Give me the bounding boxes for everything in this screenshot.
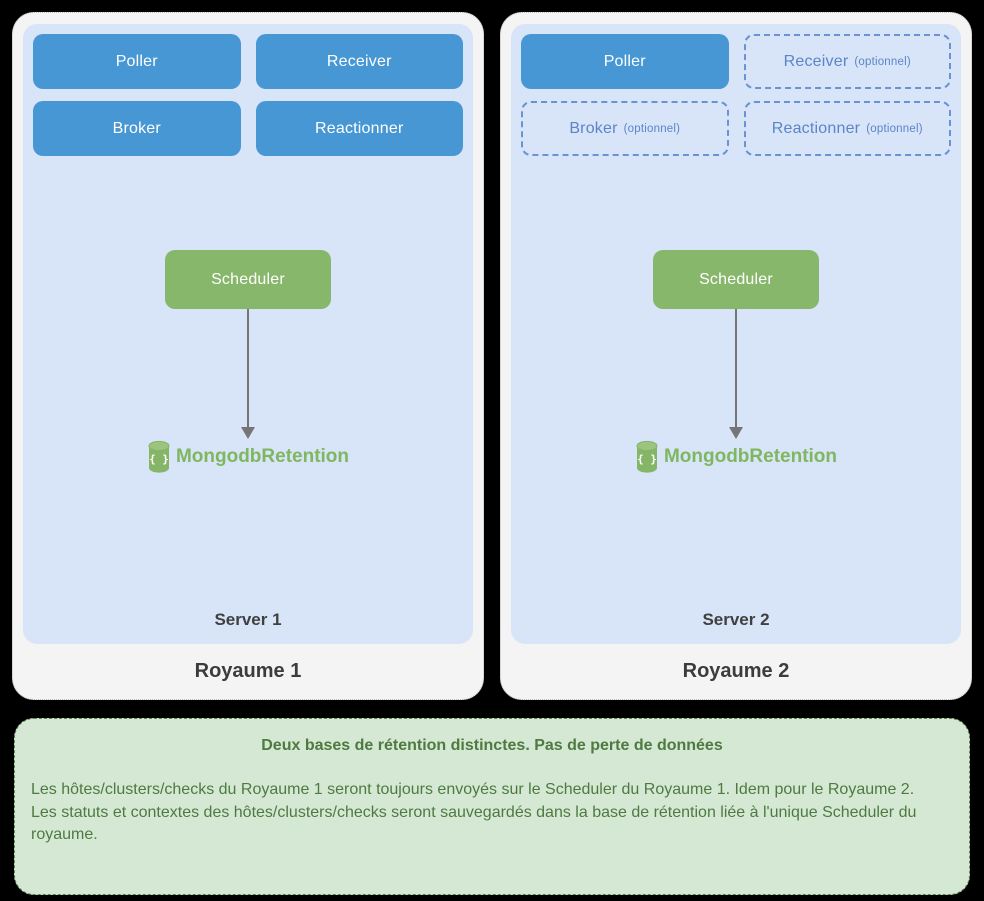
retention-label: MongodbRetention [175,446,350,467]
receiver-node-optional: Receiver (optionnel) [743,34,951,89]
arrow-head-icon [241,427,255,439]
optional-tag: (optionnel) [866,122,923,135]
node-grid: Poller Receiver (optionnel) Broker (opti… [521,34,951,156]
scheduler-node: Scheduler [653,250,819,309]
kingdom-title: Royaume 2 [682,660,790,682]
note-paragraph: Les statuts et contextes des hôtes/clust… [31,803,917,844]
poller-node: Poller [521,34,729,89]
broker-node: Broker [33,101,241,156]
node-label: Receiver [326,52,392,70]
svg-text:{ }: { } [637,453,657,466]
database-icon: { } [148,440,170,473]
node-label: Reactionner [315,119,404,137]
note-body: Les hôtes/clusters/checks du Royaume 1 s… [31,779,951,847]
svg-text:{ }: { } [149,453,169,466]
node-label: Scheduler [699,270,773,288]
royaume-1-panel: Poller Receiver Broker Reactionner Sched… [12,12,484,700]
node-label: Reactionner [771,119,861,137]
royaume-2-panel: Poller Receiver (optionnel) Broker (opti… [500,12,972,700]
scheduler-to-retention-arrow [241,309,255,439]
node-grid: Poller Receiver Broker Reactionner [33,34,463,156]
arrow-line [735,309,737,427]
mongodb-retention: { } MongodbRetention [635,440,837,474]
poller-node: Poller [33,34,241,89]
arrow-line [247,309,249,427]
optional-tag: (optionnel) [854,55,911,68]
broker-node-optional: Broker (optionnel) [521,101,729,156]
receiver-node: Receiver [255,34,463,89]
node-label: Broker [569,119,618,137]
server-label: Server 2 [702,610,770,629]
server-2-panel: Poller Receiver (optionnel) Broker (opti… [511,24,961,644]
scheduler-to-retention-arrow [729,309,743,439]
retention-label: MongodbRetention [663,446,838,467]
kingdoms-row: Poller Receiver Broker Reactionner Sched… [12,12,974,700]
server-1-panel: Poller Receiver Broker Reactionner Sched… [23,24,473,644]
reactionner-node: Reactionner [255,101,463,156]
node-label: Poller [603,52,646,70]
optional-tag: (optionnel) [623,122,681,135]
mongodb-retention: { } MongodbRetention [147,440,349,474]
node-label: Scheduler [211,270,285,288]
note-paragraph: Les hôtes/clusters/checks du Royaume 1 s… [31,781,915,798]
scheduler-node: Scheduler [165,250,331,309]
arrow-head-icon [729,427,743,439]
node-label: Broker [112,119,161,137]
server-label: Server 1 [214,610,282,629]
node-label: Poller [115,52,158,70]
kingdom-title: Royaume 1 [194,660,302,682]
note-title: Deux bases de rétention distinctes. Pas … [261,737,723,754]
note-panel: Deux bases de rétention distinctes. Pas … [14,718,970,895]
node-label: Receiver [783,52,849,70]
database-icon: { } [636,440,658,473]
reactionner-node-optional: Reactionner (optionnel) [743,101,951,156]
